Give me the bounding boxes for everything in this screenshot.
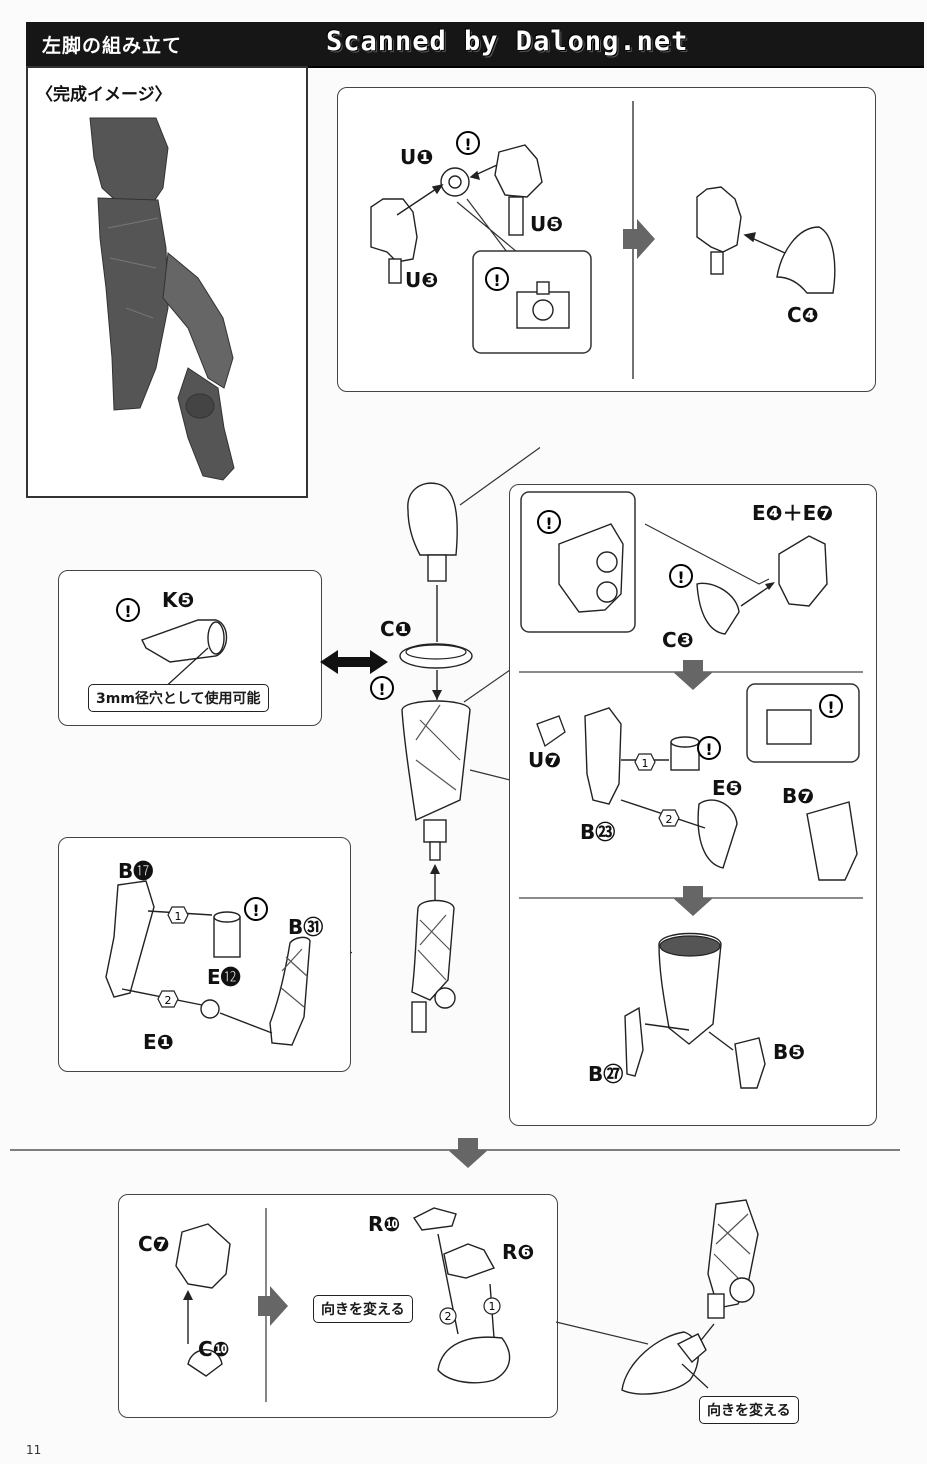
knee-armor-diagram: ! ! ! ! 1 2 <box>519 491 863 1089</box>
part-label-u5: U❺ <box>530 212 564 236</box>
part-label-e12: E⓬ <box>207 965 241 989</box>
preview-title: 〈完成イメージ〉 <box>36 85 172 105</box>
svg-text:!: ! <box>545 514 552 533</box>
k5-part-diagram: ! <box>116 598 228 691</box>
part-label-e1: E❶ <box>143 1030 174 1054</box>
part-label-b31: B㉛ <box>288 915 324 939</box>
part-label-b23: B㉓ <box>580 820 616 844</box>
hole-note-callout: 3mm径穴として使用可能 <box>88 684 269 712</box>
section-divider <box>10 1138 900 1168</box>
svg-text:!: ! <box>677 568 684 587</box>
turn-note-callout-1: 向きを変える <box>313 1295 413 1323</box>
shin-diagram: ! 1 2 <box>105 880 352 1046</box>
leg-center-assembly: ! <box>320 446 540 1033</box>
part-label-b5: B❺ <box>773 1040 806 1064</box>
svg-text:!: ! <box>252 901 259 920</box>
svg-text:!: ! <box>124 602 131 621</box>
svg-text:1: 1 <box>175 910 182 923</box>
foot-diagram: 1 2 <box>175 1199 759 1402</box>
part-label-b17: B⓱ <box>118 859 154 883</box>
part-label-c3: C❸ <box>662 628 694 652</box>
svg-text:1: 1 <box>642 757 649 770</box>
part-label-b27: B㉗ <box>588 1062 624 1086</box>
svg-text:!: ! <box>493 271 500 290</box>
scan-watermark: Scanned by Dalong.net <box>326 26 689 57</box>
svg-text:2: 2 <box>666 813 673 826</box>
svg-text:!: ! <box>705 740 712 759</box>
svg-text:!: ! <box>464 135 471 154</box>
part-label-c7: C❼ <box>138 1232 170 1256</box>
part-label-e5: E❺ <box>712 776 743 800</box>
part-label-c4: C❹ <box>787 303 819 327</box>
part-label-r6: R❻ <box>502 1240 535 1264</box>
page-number: 11 <box>26 1443 42 1457</box>
part-label-u1: U❶ <box>400 145 434 169</box>
step-panel-knee-joint <box>337 87 876 392</box>
part-label-u7: U❼ <box>528 748 562 772</box>
completed-leg-image <box>89 117 235 481</box>
section-title: 左脚の組み立て <box>42 35 183 57</box>
knee-joint-diagram: ! ! <box>370 101 836 379</box>
part-label-r10: R❿ <box>368 1212 401 1236</box>
part-label-c1: C❶ <box>380 617 412 641</box>
svg-text:!: ! <box>827 698 834 717</box>
section-header: 左脚の組み立て Scanned by Dalong.net <box>26 22 924 68</box>
part-label-k5: K❺ <box>162 588 195 612</box>
part-label-u3: U❸ <box>405 268 439 292</box>
part-label-c10: C❿ <box>198 1337 230 1361</box>
svg-text:1: 1 <box>489 1300 496 1313</box>
turn-note-callout-2: 向きを変える <box>699 1396 799 1424</box>
svg-text:2: 2 <box>445 1310 452 1323</box>
caution-icon: ! ! <box>456 131 509 291</box>
preview-panel: 〈完成イメージ〉 <box>26 66 308 498</box>
svg-text:2: 2 <box>165 994 172 1007</box>
part-label-b7: B❼ <box>782 784 815 808</box>
svg-text:!: ! <box>378 680 385 699</box>
part-label-e4-e7: E❹＋E❼ <box>752 501 834 525</box>
